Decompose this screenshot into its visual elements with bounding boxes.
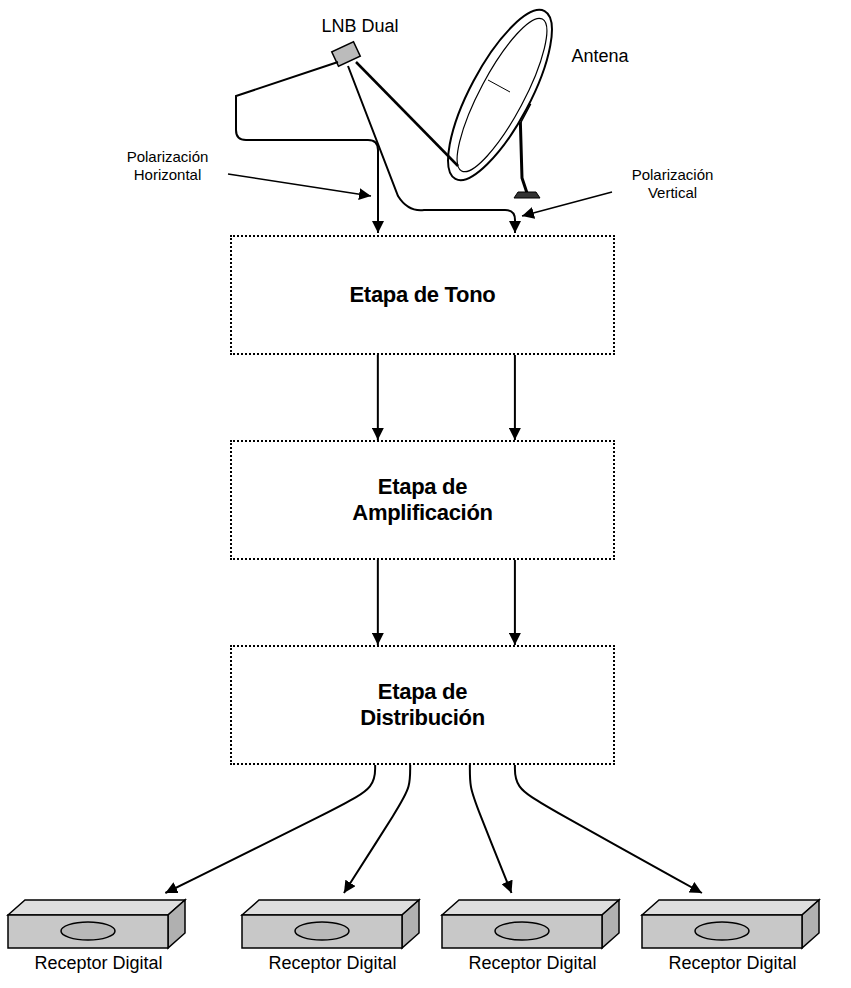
stage-label: Etapa de Tono (349, 282, 495, 308)
mount-foot (514, 192, 540, 198)
receiver-shape (437, 893, 622, 953)
signal-arrow (344, 765, 410, 893)
receiver-side (602, 900, 619, 948)
receiver-side (168, 900, 185, 948)
receiver-front (8, 915, 168, 948)
part-label: Polarización Horizontal (110, 148, 225, 184)
receiver-shape (637, 893, 822, 953)
receiver-top (242, 900, 419, 915)
receiver-display (295, 922, 349, 940)
receiver-side (802, 900, 819, 948)
digital-receiver: Receptor Digital (637, 893, 828, 975)
receiver-top (8, 900, 185, 915)
receiver-front (642, 915, 802, 948)
receiver-label: Receptor Digital (437, 953, 628, 975)
signal-arrow (165, 765, 375, 893)
dish-rim (442, 9, 562, 182)
stage-box: Etapa de Amplificación (230, 440, 615, 560)
receiver-display (61, 922, 115, 940)
stage-label: Etapa de Amplificación (338, 474, 508, 527)
receiver-side (402, 900, 419, 948)
dish-detail (488, 80, 510, 92)
signal-arrow (377, 560, 379, 645)
receiver-shape (237, 893, 422, 953)
digital-receiver: Receptor Digital (437, 893, 628, 975)
receiver-display (495, 922, 549, 940)
stage-label: Etapa de Distribución (338, 679, 508, 732)
receiver-front (242, 915, 402, 948)
receiver-label: Receptor Digital (637, 953, 828, 975)
vertical-cable (348, 66, 515, 233)
receiver-label: Receptor Digital (3, 953, 194, 975)
receiver-shape (3, 893, 188, 953)
stage-box: Etapa de Distribución (230, 645, 615, 765)
stage-box: Etapa de Tono (230, 235, 615, 355)
signal-arrow (514, 560, 516, 645)
digital-receiver: Receptor Digital (3, 893, 194, 975)
receiver-front (442, 915, 602, 948)
signal-arrow (515, 765, 702, 893)
signal-arrow (514, 355, 516, 440)
receiver-top (442, 900, 619, 915)
dish-reflector (429, 0, 571, 193)
part-label: Antena (555, 46, 645, 68)
receiver-top (642, 900, 819, 915)
receiver-label: Receptor Digital (237, 953, 428, 975)
signal-arrow (470, 765, 512, 893)
receiver-display (695, 922, 749, 940)
lnb-arm (356, 62, 458, 166)
leader-line (522, 192, 612, 216)
leader-line (228, 174, 371, 196)
digital-receiver: Receptor Digital (237, 893, 428, 975)
part-label: Polarización Vertical (615, 166, 730, 202)
part-label: LNB Dual (300, 16, 420, 38)
signal-arrow (377, 355, 379, 440)
